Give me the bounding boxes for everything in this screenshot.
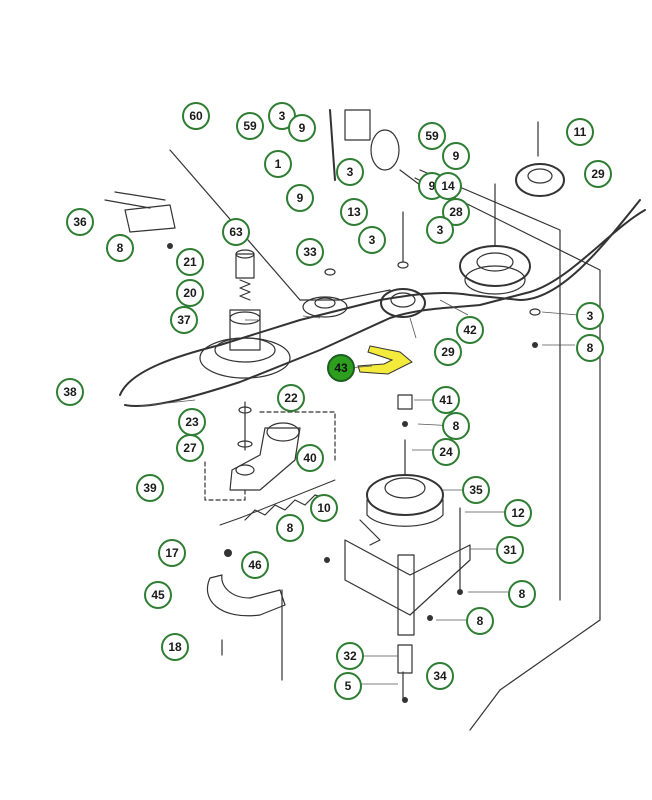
part-callout-24[interactable]: 24 xyxy=(432,438,460,466)
part-callout-8[interactable]: 8 xyxy=(576,334,604,362)
part-callout-17[interactable]: 17 xyxy=(158,539,186,567)
part-callout-29[interactable]: 29 xyxy=(434,338,462,366)
part-callout-8[interactable]: 8 xyxy=(442,412,470,440)
nut xyxy=(167,243,173,249)
washer xyxy=(397,261,409,269)
part-callout-5[interactable]: 5 xyxy=(334,672,362,700)
part-callout-10[interactable]: 10 xyxy=(310,494,338,522)
part-callout-3[interactable]: 3 xyxy=(426,216,454,244)
part-callout-36[interactable]: 36 xyxy=(66,208,94,236)
idler-pulley-flat xyxy=(380,288,426,318)
drive-belt-lower xyxy=(124,209,646,407)
part-callout-13[interactable]: 13 xyxy=(340,198,368,226)
clutch-bracket xyxy=(344,539,471,616)
part-callout-3[interactable]: 3 xyxy=(576,302,604,330)
part-callout-22[interactable]: 22 xyxy=(277,384,305,412)
part-callout-43[interactable]: 43 xyxy=(327,354,355,382)
part-callout-1[interactable]: 1 xyxy=(264,150,292,178)
idler-pulley-top xyxy=(515,163,565,197)
part-callout-3[interactable]: 3 xyxy=(358,226,386,254)
part-callout-40[interactable]: 40 xyxy=(296,444,324,472)
spring xyxy=(329,109,336,181)
part-callout-12[interactable]: 12 xyxy=(504,499,532,527)
spring xyxy=(239,279,251,301)
spindle-shaft xyxy=(229,309,261,351)
pulley xyxy=(370,129,400,171)
part-callout-33[interactable]: 33 xyxy=(296,238,324,266)
nut xyxy=(224,549,232,557)
bushing xyxy=(397,394,413,410)
part-callout-23[interactable]: 23 xyxy=(178,408,206,436)
deck-outline-line xyxy=(419,169,561,601)
part-callout-37[interactable]: 37 xyxy=(170,306,198,334)
belt-guard xyxy=(206,574,286,617)
part-callout-42[interactable]: 42 xyxy=(456,316,484,344)
nut xyxy=(402,421,408,427)
part-callout-32[interactable]: 32 xyxy=(336,642,364,670)
nut xyxy=(457,589,463,595)
part-callout-3[interactable]: 3 xyxy=(268,102,296,130)
part-callout-34[interactable]: 34 xyxy=(426,662,454,690)
part-callout-9[interactable]: 9 xyxy=(288,114,316,142)
bracket xyxy=(344,109,371,141)
spacer xyxy=(397,644,413,674)
part-callout-9[interactable]: 9 xyxy=(442,142,470,170)
part-callout-18[interactable]: 18 xyxy=(161,633,189,661)
part-callout-31[interactable]: 31 xyxy=(496,536,524,564)
part-callout-46[interactable]: 46 xyxy=(241,551,269,579)
spacer xyxy=(235,253,255,279)
part-callout-39[interactable]: 39 xyxy=(136,474,164,502)
part-callout-14[interactable]: 14 xyxy=(434,172,462,200)
bracket xyxy=(124,204,176,233)
washer xyxy=(324,268,336,276)
deck-outline-line xyxy=(414,177,601,691)
highlighted-part-43 xyxy=(357,345,413,375)
spindle-pulley-right xyxy=(459,245,531,287)
o-ring xyxy=(237,440,253,448)
idler-pulley xyxy=(302,296,348,318)
part-callout-63[interactable]: 63 xyxy=(222,218,250,246)
nut xyxy=(402,697,408,703)
part-callout-8[interactable]: 8 xyxy=(276,514,304,542)
part-callout-35[interactable]: 35 xyxy=(462,476,490,504)
washer xyxy=(529,308,541,316)
part-callout-29[interactable]: 29 xyxy=(584,160,612,188)
part-callout-21[interactable]: 21 xyxy=(176,248,204,276)
drive-belt-upper xyxy=(119,199,641,396)
part-callout-60[interactable]: 60 xyxy=(182,102,210,130)
spindle-pulley-hub xyxy=(214,337,276,363)
part-callout-11[interactable]: 11 xyxy=(566,118,594,146)
part-callout-8[interactable]: 8 xyxy=(466,607,494,635)
part-callout-45[interactable]: 45 xyxy=(144,581,172,609)
part-callout-41[interactable]: 41 xyxy=(432,386,460,414)
part-callout-38[interactable]: 38 xyxy=(56,378,84,406)
part-callout-3[interactable]: 3 xyxy=(336,158,364,186)
part-callout-8[interactable]: 8 xyxy=(508,580,536,608)
part-callout-27[interactable]: 27 xyxy=(176,434,204,462)
part-callout-9[interactable]: 9 xyxy=(286,184,314,212)
nut xyxy=(427,615,433,621)
tension-spring xyxy=(244,494,326,521)
part-callout-59[interactable]: 59 xyxy=(418,122,446,150)
part-callout-20[interactable]: 20 xyxy=(176,279,204,307)
nut xyxy=(532,342,538,348)
part-callout-8[interactable]: 8 xyxy=(106,234,134,262)
part-callout-59[interactable]: 59 xyxy=(236,112,264,140)
nut xyxy=(324,557,330,563)
